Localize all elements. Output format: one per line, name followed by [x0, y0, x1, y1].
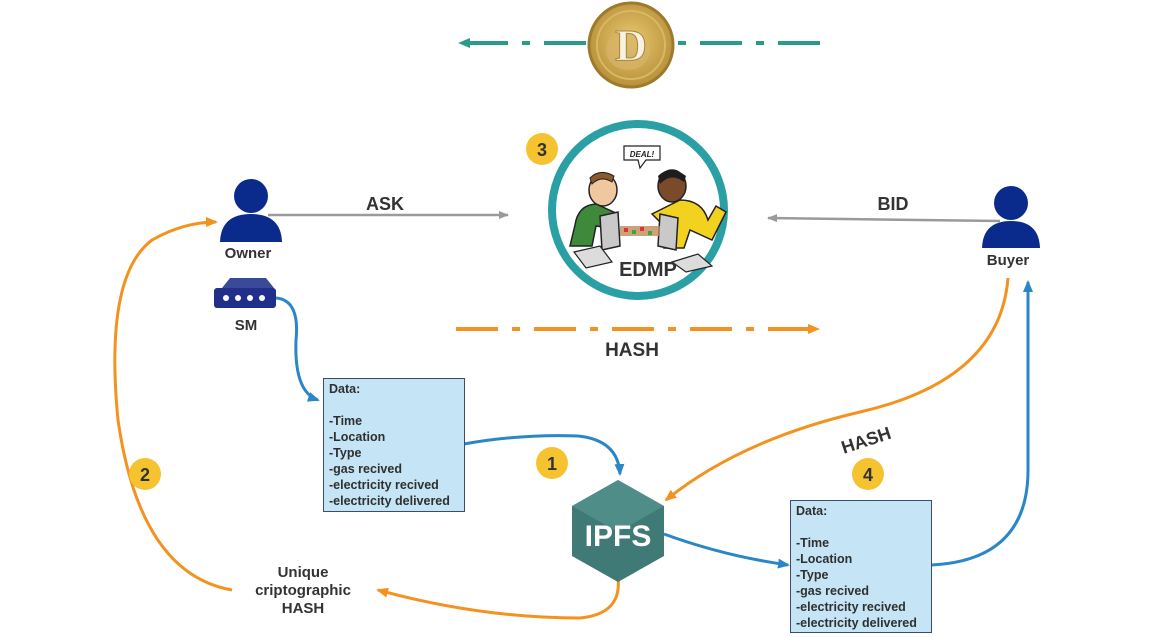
data-box-title: Data: [329, 382, 361, 396]
owner-label: Owner [225, 245, 272, 262]
sm-label: SM [235, 317, 258, 334]
deal-bubble-text: DEAL! [630, 150, 655, 159]
smart-meter-icon [214, 278, 276, 308]
unique-hash-label: Unique criptographic HASH [255, 564, 351, 617]
data-item-time: -Time [329, 414, 363, 428]
svg-text:2: 2 [140, 465, 150, 485]
doge-coin-icon: D [586, 0, 676, 90]
data-to-ipfs-arrow [463, 434, 625, 476]
step-badge-4: 4 [852, 458, 884, 490]
data-item-location: -Location [796, 552, 853, 566]
owner-user-icon [220, 179, 282, 242]
svg-text:HASH: HASH [282, 600, 325, 617]
data-box-buyer: Data: -Time -Location -Type -gas recived… [790, 500, 932, 633]
edmp-label: EDMP [619, 259, 677, 281]
ask-label: ASK [366, 194, 404, 214]
buyer-hash-to-ipfs-arrow [664, 277, 1010, 502]
data-item-elec-received: -electricity recived [329, 478, 439, 492]
ipfs-hexagon-icon: IPFS [572, 480, 664, 582]
ipfs-to-data2-arrow [663, 532, 790, 569]
data-item-elec-delivered: -electricity delivered [329, 494, 450, 508]
hash-center-label: HASH [605, 340, 659, 361]
svg-text:3: 3 [537, 140, 547, 160]
traders-illustration-icon: DEAL! [569, 145, 727, 273]
bid-arrow [767, 214, 1001, 223]
ipfs-to-hash-arrow [376, 577, 620, 620]
data-item-elec-received: -electricity recived [796, 600, 906, 614]
data-item-type: -Type [796, 568, 829, 582]
data-box-owner: Data: -Time -Location -Type -gas recived… [323, 378, 465, 512]
hash-to-owner-arrow [113, 217, 233, 592]
data-item-gas: -gas recived [796, 584, 869, 598]
data2-to-buyer-arrow [931, 280, 1033, 567]
svg-text:4: 4 [863, 465, 873, 485]
data-item-gas: -gas recived [329, 462, 402, 476]
data-item-time: -Time [796, 536, 830, 550]
step-badge-3: 3 [526, 133, 558, 165]
hash-diagonal-label: HASH [839, 423, 894, 458]
sm-to-data-arrow [275, 296, 320, 402]
data-item-location: -Location [329, 430, 386, 444]
edmp-marketplace: DEAL! EDMP [548, 120, 728, 300]
svg-text:1: 1 [547, 454, 557, 474]
step-badge-1: 1 [536, 447, 568, 479]
coin-letter: D [615, 21, 647, 70]
step-badge-2: 2 [129, 458, 161, 490]
svg-text:criptographic: criptographic [255, 582, 351, 599]
data-item-elec-delivered: -electricity delivered [796, 616, 917, 630]
data-box-title: Data: [796, 504, 828, 518]
svg-text:Unique: Unique [278, 564, 329, 581]
buyer-user-icon [982, 186, 1040, 248]
buyer-label: Buyer [987, 252, 1030, 269]
bid-label: BID [878, 194, 909, 214]
ipfs-label: IPFS [585, 520, 652, 553]
data-item-type: -Type [329, 446, 362, 460]
